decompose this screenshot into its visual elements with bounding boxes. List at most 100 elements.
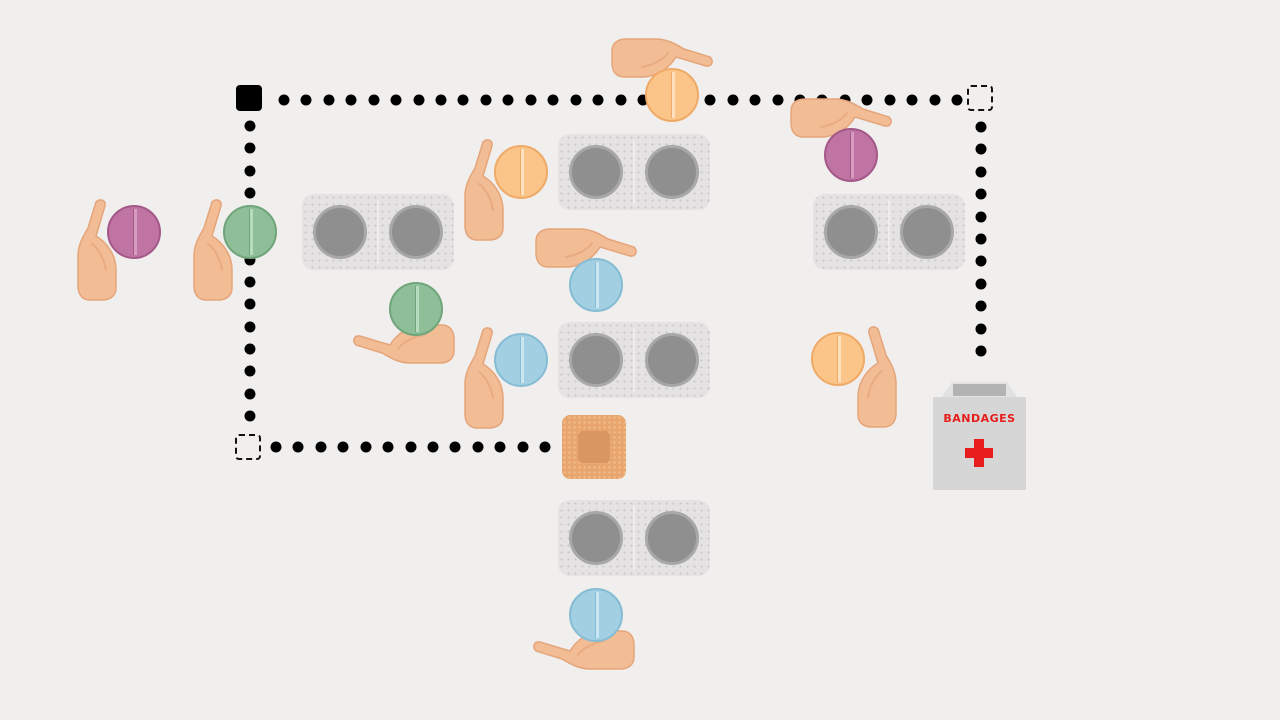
- path-node-start[interactable]: [236, 85, 262, 111]
- path-dot: [244, 343, 256, 355]
- hand-icon: [608, 37, 716, 84]
- path-dot: [951, 94, 963, 106]
- path-dot: [413, 94, 425, 106]
- path-dot: [472, 441, 484, 453]
- path-dot: [975, 345, 987, 357]
- empty-pill-slot[interactable]: [389, 205, 443, 259]
- pill-score-line: [594, 592, 599, 638]
- empty-pill-slot[interactable]: [569, 511, 623, 565]
- path-dot: [547, 94, 559, 106]
- box-lid-opening: [953, 384, 1006, 396]
- path-dot: [382, 441, 394, 453]
- empty-pill-slot[interactable]: [645, 333, 699, 387]
- hand-icon: [463, 324, 505, 437]
- path-dot: [906, 94, 918, 106]
- empty-pill-slot[interactable]: [569, 333, 623, 387]
- path-dot: [278, 94, 290, 106]
- pill-purple[interactable]: [824, 128, 878, 182]
- blister-perforation: [633, 140, 635, 204]
- path-node-bottom-left[interactable]: [235, 434, 261, 460]
- pill-score-line: [132, 209, 137, 255]
- path-dot: [345, 94, 357, 106]
- path-dot: [517, 441, 529, 453]
- hand-icon: [856, 323, 898, 436]
- pill-score-line: [670, 72, 675, 118]
- path-dot: [244, 142, 256, 154]
- path-dot: [405, 441, 416, 453]
- path-dot: [244, 254, 256, 266]
- path-dot: [244, 165, 256, 177]
- pill-score-line: [849, 132, 854, 178]
- path-dot: [480, 94, 492, 106]
- empty-pill-slot[interactable]: [900, 205, 954, 259]
- path-dot: [502, 94, 514, 106]
- pill-orange[interactable]: [811, 332, 865, 386]
- path-dot: [525, 94, 537, 106]
- path-dot: [975, 211, 987, 223]
- path-dot: [337, 441, 349, 453]
- red-cross-icon-bar: [965, 448, 993, 458]
- empty-pill-slot[interactable]: [824, 205, 878, 259]
- blister-pack[interactable]: [558, 500, 710, 576]
- path-dot: [975, 278, 987, 290]
- path-dot: [244, 276, 256, 288]
- pill-orange[interactable]: [494, 145, 548, 199]
- bandage-piece[interactable]: [562, 415, 626, 479]
- empty-pill-slot[interactable]: [645, 511, 699, 565]
- blister-pack[interactable]: [302, 194, 454, 270]
- path-dot: [975, 166, 987, 178]
- blister-perforation: [633, 506, 635, 570]
- path-dot: [427, 441, 439, 453]
- hand-icon: [787, 97, 895, 144]
- path-dot: [244, 388, 256, 400]
- path-dot: [884, 94, 896, 106]
- path-dot: [772, 94, 784, 106]
- path-dot: [749, 94, 761, 106]
- path-dot: [300, 94, 312, 106]
- path-dot: [494, 441, 506, 453]
- blister-pack[interactable]: [558, 134, 710, 210]
- path-dot: [975, 233, 987, 245]
- empty-pill-slot[interactable]: [313, 205, 367, 259]
- bandages-label: BANDAGES: [943, 412, 1016, 425]
- path-dot: [704, 94, 716, 106]
- path-dot: [360, 441, 372, 453]
- empty-pill-slot[interactable]: [645, 145, 699, 199]
- empty-pill-slot[interactable]: [569, 145, 623, 199]
- hand-icon: [76, 196, 118, 309]
- pill-blue[interactable]: [569, 588, 623, 642]
- path-node-top-right[interactable]: [967, 85, 993, 111]
- path-dot: [244, 365, 256, 377]
- pill-purple[interactable]: [107, 205, 161, 259]
- path-dot: [457, 94, 469, 106]
- bandage-pad: [578, 431, 610, 463]
- path-dot: [539, 441, 551, 453]
- path-dot: [975, 255, 987, 267]
- path-dot: [390, 94, 402, 106]
- pill-score-line: [519, 337, 524, 383]
- path-dot: [244, 298, 256, 310]
- hand-icon: [463, 136, 505, 249]
- path-dot: [270, 441, 282, 453]
- blister-perforation: [377, 200, 379, 264]
- path-dot: [615, 94, 626, 106]
- path-dot: [975, 300, 987, 312]
- path-dot: [727, 94, 739, 106]
- hand-icon: [530, 629, 638, 676]
- path-dot: [592, 94, 604, 106]
- pill-orange[interactable]: [645, 68, 699, 122]
- blister-pack[interactable]: [558, 322, 710, 398]
- pill-score-line: [594, 262, 599, 308]
- path-dot: [975, 188, 987, 200]
- path-dot: [449, 441, 461, 453]
- pill-blue[interactable]: [494, 333, 548, 387]
- path-dot: [975, 323, 987, 335]
- hand-icon: [350, 323, 458, 370]
- pill-green[interactable]: [389, 282, 443, 336]
- path-dot: [570, 94, 582, 106]
- bandages-box[interactable]: BANDAGES: [933, 382, 1026, 490]
- pill-green[interactable]: [223, 205, 277, 259]
- path-dot: [975, 121, 987, 133]
- pill-blue[interactable]: [569, 258, 623, 312]
- blister-pack[interactable]: [813, 194, 965, 270]
